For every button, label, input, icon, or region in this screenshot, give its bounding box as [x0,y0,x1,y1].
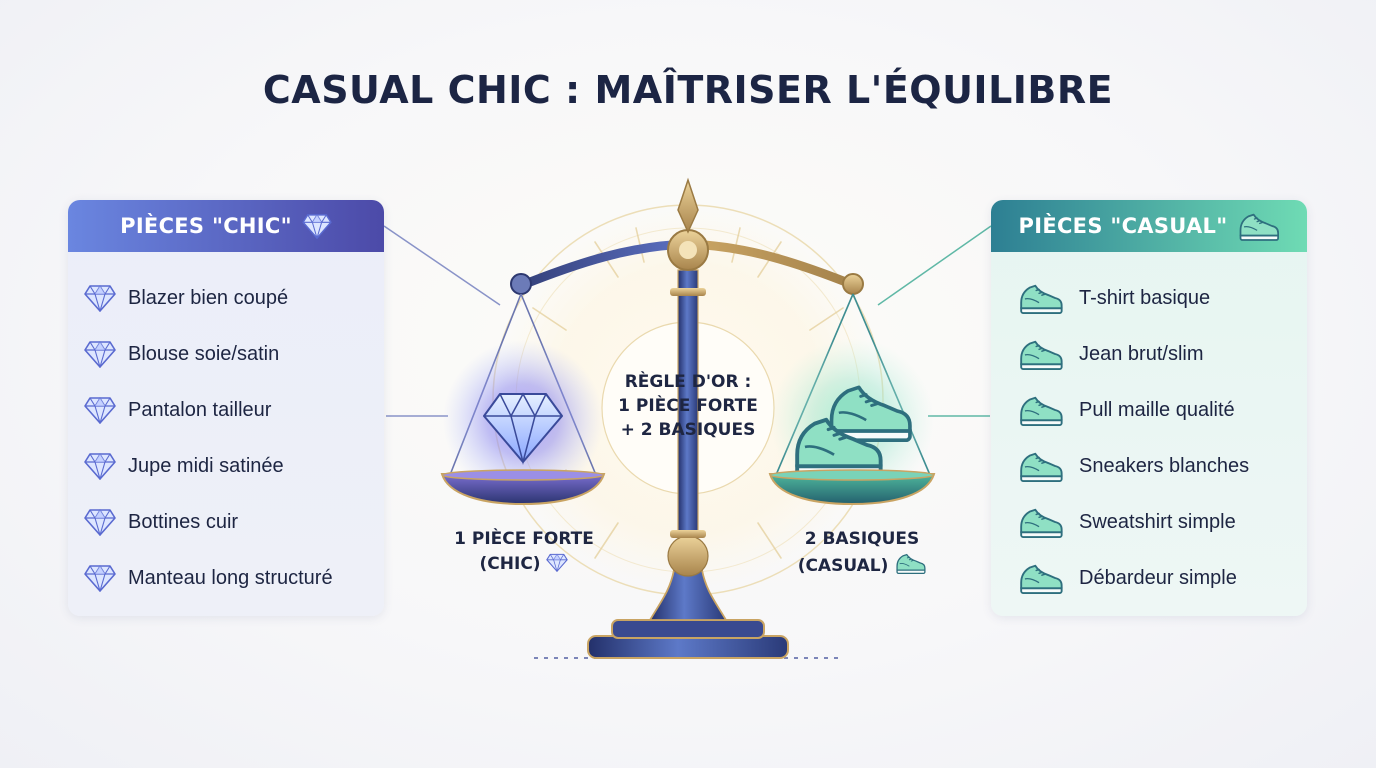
casual-panel: PIÈCES "CASUAL" T-shirt basique Jean bru… [991,200,1307,616]
diamond-icon [302,214,332,239]
list-item: Pull maille qualité [991,382,1307,438]
list-item-label: T-shirt basique [1079,286,1211,309]
right-pan-label-line: (CASUAL) [797,556,889,576]
list-item: Sneakers blanches [991,438,1307,494]
right-pan-label: 2 BASIQUES (CASUAL) [782,527,942,579]
list-item: Blazer bien coupé [68,270,384,326]
list-item: Manteau long structuré [68,550,384,606]
right-pan-label-line: 2 BASIQUES [804,529,920,549]
list-item: Débardeur simple [991,550,1307,606]
list-item-label: Sweatshirt simple [1079,510,1236,533]
list-item-label: Jean brut/slim [1079,342,1204,365]
diamond-icon [84,341,116,368]
list-item: Pantalon tailleur [68,382,384,438]
chic-items-list: Blazer bien coupé Blouse soie/satin Pant… [68,252,384,606]
list-item: Jupe midi satinée [68,438,384,494]
sneaker-icon [1020,396,1063,426]
connector-lines [383,225,501,417]
casual-panel-header: PIÈCES "CASUAL" [991,200,1307,252]
list-item-label: Pull maille qualité [1079,398,1235,421]
scale-base [534,569,842,659]
page-title: CASUAL CHIC : MAÎTRISER L'ÉQUILIBRE [262,68,1114,112]
golden-rule-line: 1 PIÈCE FORTE [618,396,758,416]
sneaker-icon [1020,452,1063,482]
golden-rule-text: RÈGLE D'OR : 1 PIÈCE FORTE + 2 BASIQUES [590,370,786,442]
connector-lines-casual [877,225,992,417]
list-item: Bottines cuir [68,494,384,550]
sneaker-icon [896,553,926,574]
sneaker-icon [1240,213,1280,241]
sneaker-icon [1020,564,1063,594]
left-pan-label-line: 1 PIÈCE FORTE [454,529,594,549]
diamond-icon [84,453,116,480]
left-pan-gem [483,392,563,465]
list-item: Sweatshirt simple [991,494,1307,550]
left-pan-label-line: (CHIC) [479,554,541,574]
sneaker-icon [1020,508,1063,538]
list-item: Blouse soie/satin [68,326,384,382]
chic-panel-header: PIÈCES "CHIC" [68,200,384,252]
diamond-icon [84,285,116,312]
casual-items-list: T-shirt basique Jean brut/slim Pull mail… [991,252,1307,606]
left-pan [440,293,606,506]
right-pan [768,293,936,506]
list-item: Jean brut/slim [991,326,1307,382]
golden-rule-line: RÈGLE D'OR : [624,372,752,392]
diamond-icon [84,509,116,536]
left-pan-label: 1 PIÈCE FORTE (CHIC) [446,527,602,577]
scale-beam [510,177,864,295]
list-item-label: Blouse soie/satin [128,342,280,365]
list-item-label: Manteau long structuré [128,566,333,589]
sneaker-icon [1020,340,1063,370]
chic-panel: PIÈCES "CHIC" Blazer bien coupé Blouse s… [68,200,384,616]
list-item-label: Pantalon tailleur [128,398,272,421]
golden-rule-line: + 2 BASIQUES [620,420,756,440]
diamond-icon [546,553,569,572]
list-item-label: Blazer bien coupé [128,286,289,309]
casual-panel-title: PIÈCES "CASUAL" [1018,214,1228,238]
sneaker-icon [1020,284,1063,314]
diamond-icon [84,565,116,592]
list-item-label: Débardeur simple [1079,566,1237,589]
chic-panel-title: PIÈCES "CHIC" [120,214,292,238]
diamond-icon [84,397,116,424]
list-item-label: Bottines cuir [128,510,239,533]
list-item-label: Jupe midi satinée [128,454,284,477]
list-item-label: Sneakers blanches [1079,454,1250,477]
list-item: T-shirt basique [991,270,1307,326]
scale-pillar [667,269,709,577]
